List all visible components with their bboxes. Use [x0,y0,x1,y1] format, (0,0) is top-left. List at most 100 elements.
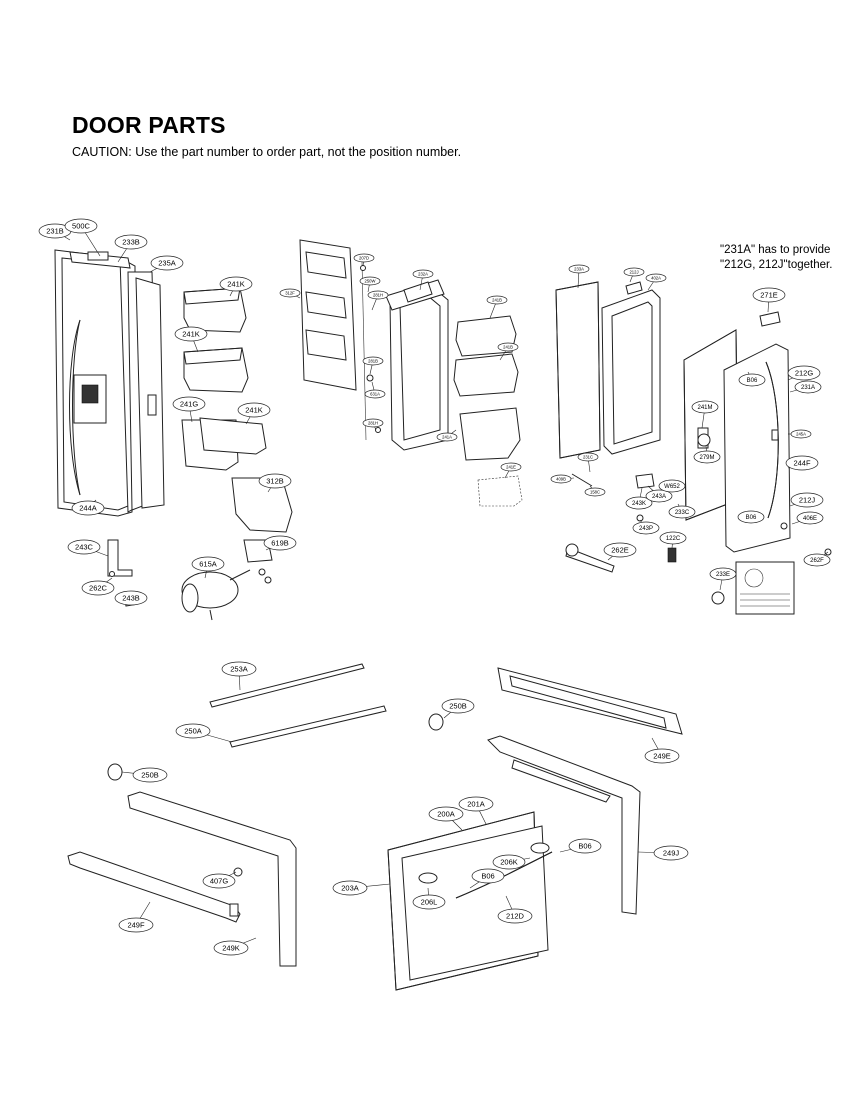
callout-bubble [790,429,812,439]
callout-label: B06 [746,515,757,521]
callout-label: 253A [230,665,248,674]
callout-bubble [118,917,154,933]
callout-bubble [691,400,719,414]
callout-label: 244A [79,504,97,513]
callout-label: 235A [158,259,176,268]
callout-label: 201A [467,800,485,809]
callout-231c: 231C [577,452,599,473]
callout-label: 249K [222,944,240,953]
callout-262e: 262E [603,542,637,561]
callout-label: W652 [664,484,680,490]
callout-bubble [653,845,689,861]
callout-label: 241E [506,465,516,470]
callout-label: 212G [795,369,814,378]
callout-243b: 243B [114,590,148,606]
callout-bubble [803,553,831,567]
callout-bubble [625,496,653,510]
callout-262c: 262C [81,577,115,596]
callout-bubble [213,940,249,956]
callout-label: 312F [285,291,295,296]
callout-label: 122C [666,536,681,542]
note-line-1: "231A" has to provide [720,244,831,256]
callout-249k: 249K [213,937,257,956]
callout-bubble [645,273,667,283]
callout-241a: 241A [436,429,458,442]
callout-203a: 203A [332,880,391,896]
callout-label: 250B [141,771,159,780]
callout-label: 241K [227,280,245,289]
callout-249e: 249E [644,737,680,764]
callout-bubble [486,295,508,305]
callout-label: 615A [199,560,217,569]
callout-615a: 615A [191,556,225,579]
callout-bubble [172,396,206,412]
callout-500c: 500C [64,218,101,257]
callout-bubble [458,796,494,812]
callout-bubble [362,356,384,366]
callout-bubble [263,535,297,551]
callout-bubble [577,452,599,462]
drawer-slide-left [67,791,297,967]
callout-206k: 206K [492,854,531,870]
callout-bubble [81,580,115,596]
callout-label: 207D [359,256,369,261]
callout-bubble [174,326,208,342]
callout-245a: 245A [788,429,812,439]
callout-206l: 206L [412,887,446,910]
callout-bubble [794,380,822,394]
callout-bubble [568,264,590,274]
callout-201a: 201A [458,796,494,825]
callout-bubble [436,432,458,442]
callout-271e: 271E [752,287,786,313]
callout-label: 281B [368,359,378,364]
callout-281h: 281H [367,290,389,311]
callout-bubble [441,698,475,714]
callout-233a: 233A [568,264,590,289]
callout-label: 244F [793,459,811,468]
callout-label: 241K [182,330,200,339]
callout-bubble [668,505,696,519]
callout-label: 212J [799,496,816,505]
callout-232a: 232A [412,269,434,291]
callout-bubble [412,269,434,279]
callout-244a: 244A [71,499,105,516]
caution-text: CAUTION: Use the part number to order pa… [72,145,462,159]
callout-label: 200A [437,810,455,819]
callout-label: 231A [801,385,815,391]
callout-bubble [738,373,766,387]
callout-bubble [258,473,292,489]
callout-244f: 244F [785,455,819,471]
callout-bubble [362,418,384,428]
callout-label: 402A [651,276,661,281]
callout-bubble [709,567,737,581]
callout-label: 158C [590,490,600,495]
callout-label: 407G [210,877,229,886]
callout-122c: 122C [659,531,687,549]
callout-243k: 243K [625,487,653,510]
callout-200a: 200A [428,806,464,831]
callout-bubble [645,489,673,503]
door-bins-left [181,287,293,533]
callout-bubble [584,487,606,497]
callout-bubble [785,455,819,471]
callout-bubble [191,556,225,572]
callout-bubble [693,450,721,464]
callout-label: 241B [492,298,502,303]
callout-bubble [359,276,381,286]
callout-label: 631A [370,392,380,397]
callout-label: 619B [271,539,289,548]
callout-212g: 212G [787,365,821,381]
callout-158c: 158C [584,485,606,497]
callout-231b: 231B [38,223,72,241]
callout-label: 262F [810,558,824,564]
callout-label: 281H [368,421,378,426]
callout-250w: 250W [359,276,381,293]
callout-bubble [568,838,602,854]
callout-212j: 212J [623,267,645,283]
callout-label: 406E [803,516,817,522]
callout-label: 250A [184,727,202,736]
callout-bubble [221,661,257,677]
callout-233c: 233C [668,503,696,519]
callout-bubble [659,531,687,545]
